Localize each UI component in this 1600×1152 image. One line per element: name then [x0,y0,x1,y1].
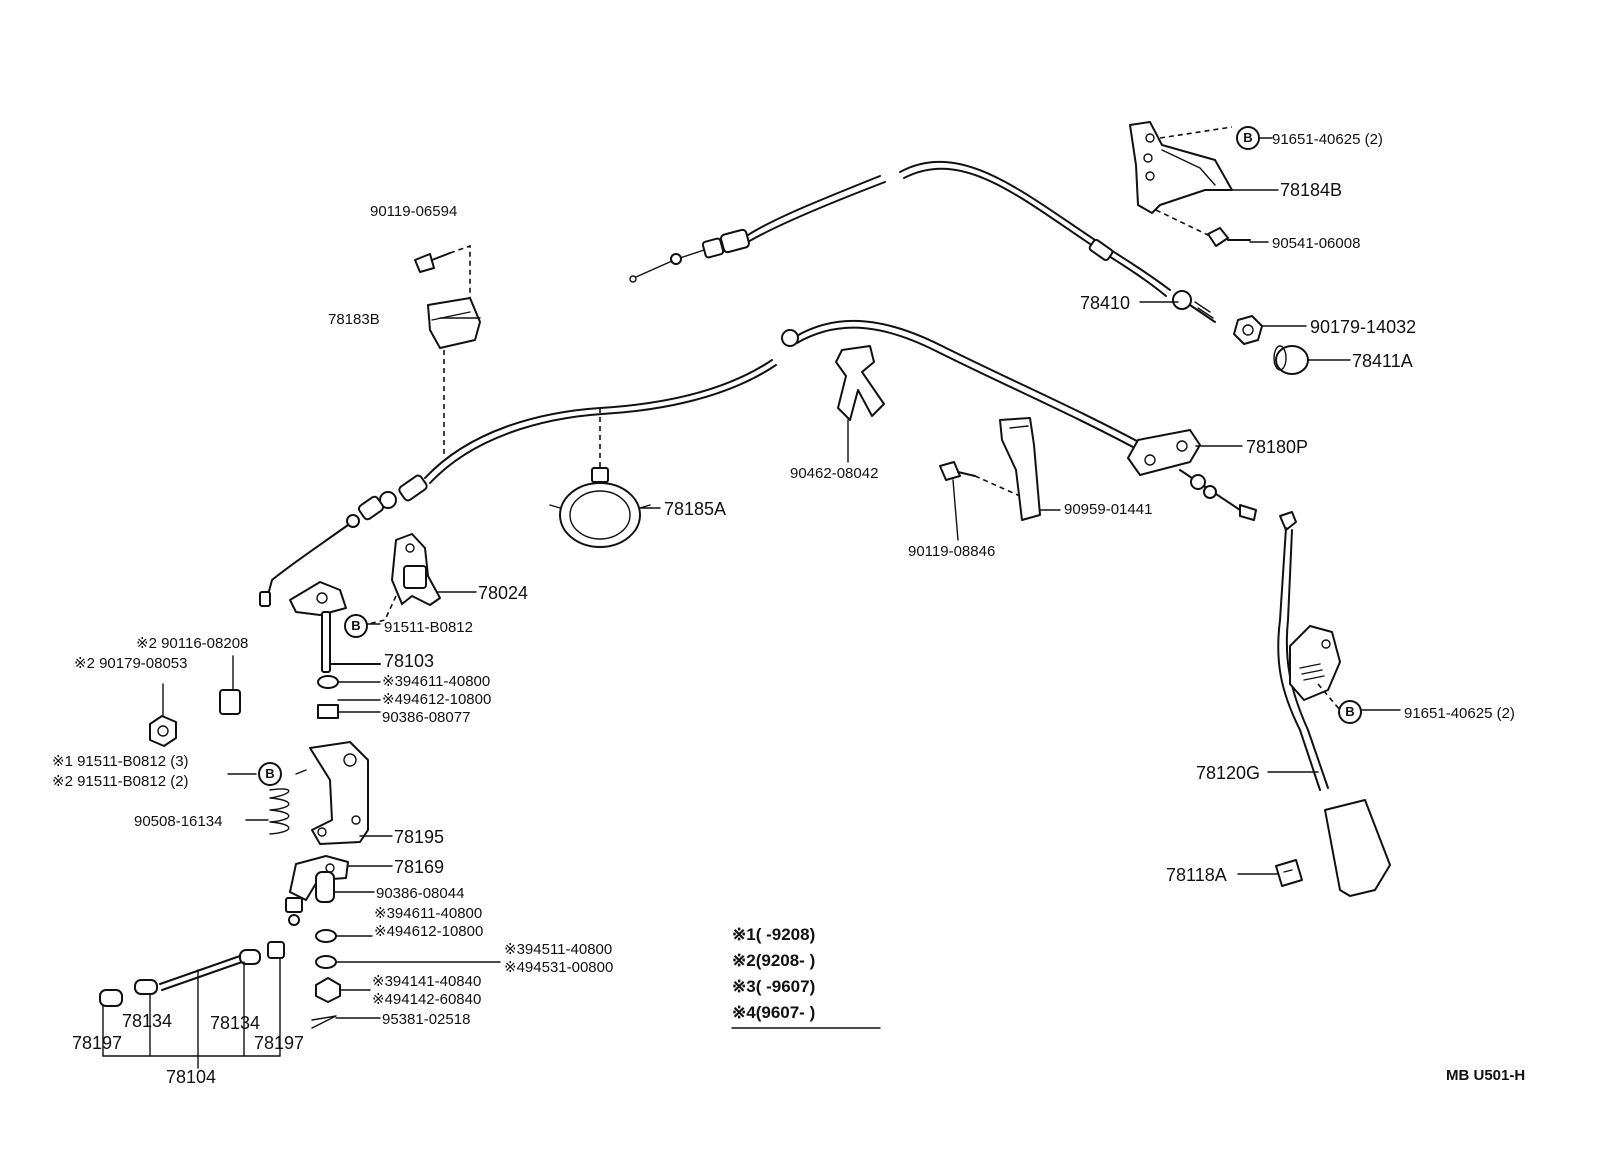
label-90179-14032: 90179-14032 [1310,317,1417,337]
label-78195: 78195 [394,827,445,847]
leader-lines [227,137,1401,1029]
label-78024: 78024 [478,583,529,603]
bracket-78184B [1129,121,1233,237]
label-94141-40840: ※394141-40840 [372,973,482,990]
note-2: ※2(9208- ) [732,951,816,970]
bracket-78195 [269,741,369,845]
marker-b-icon: B [1338,700,1362,724]
label-90386-08044: 90386-08044 [376,885,465,902]
marker-b-icon: B [258,762,282,786]
bracket-78024 [367,533,441,625]
marker-b-icon: B [1236,126,1260,150]
label-90179-08053: ※2 90179-08053 [74,655,188,672]
label-78104: 78104 [166,1067,217,1087]
label-94612-10800-a: ※494612-10800 [382,691,492,708]
pedal-78120G [1277,511,1391,897]
label-78411A: 78411A [1352,351,1413,371]
label-78169: 78169 [394,857,445,877]
label-78103: 78103 [384,651,435,671]
label-90541-06008: 90541-06008 [1272,235,1361,252]
label-94611-40800-a: ※394611-40800 [382,673,491,690]
label-90386-08077: 90386-08077 [382,709,471,726]
label-91651-40625-right: 91651-40625 (2) [1404,705,1515,722]
label-78184B: 78184B [1280,180,1343,200]
marker-b-icon: B [344,614,368,638]
label-90119-06594: 90119-06594 [370,203,458,220]
label-95381-02518: 95381-02518 [382,1011,471,1028]
label-90462-08042: 90462-08042 [790,465,879,482]
note-4: ※4(9607- ) [732,1003,816,1022]
stopper-78118A [1275,859,1303,887]
label-91511-B0812-2: ※2 91511-B0812 (2) [52,773,189,790]
label-78410: 78410 [1080,293,1131,313]
label-78197-a: 78197 [72,1033,123,1053]
label-78183B: 78183B [328,311,380,328]
clip-90462-08042 [835,345,885,463]
label-94611-40800-b: ※394611-40800 [374,905,483,922]
label-90508-16134: 90508-16134 [134,813,223,830]
label-94612-10800-b: ※494612-10800 [374,923,484,940]
label-78197-b: 78197 [254,1033,305,1053]
label-90959-01441: 90959-01441 [1064,501,1153,518]
label-78134-a: 78134 [122,1011,173,1031]
lever-78103 [289,581,381,719]
label-94511-40800: ※394511-40800 [504,941,613,958]
label-78134-b: 78134 [210,1013,261,1033]
cap-78411A [1273,345,1309,375]
nut-90179-14032 [1233,315,1263,345]
diagram-code: MB U501-H [1446,1067,1526,1084]
rod-78104 [99,941,285,1069]
clip-78183B [414,244,481,456]
bolt-90541-06008 [1207,227,1251,247]
label-90116-08208: ※2 90116-08208 [136,635,249,652]
label-91511-B0812: 91511-B0812 [384,619,473,636]
hardware-stack [311,871,341,1029]
label-91511-B0812-3: ※1 91511-B0812 (3) [52,753,189,770]
cable-78410 [629,161,1216,323]
label-78120G: 78120G [1196,763,1261,783]
stud-90116-08208 [149,655,241,747]
label-78180P: 78180P [1246,437,1309,457]
cable-78180P [259,320,1257,607]
label-78118A: 78118A [1166,865,1227,885]
note-1: ※1( -9208) [732,925,816,944]
clamp-78185A [549,408,651,548]
label-90119-08846: 90119-08846 [908,543,996,560]
label-94142-60840: ※494142-60840 [372,991,482,1008]
label-91651-40625-top: 91651-40625 (2) [1272,131,1383,148]
note-3: ※3( -9607) [732,977,816,996]
bracket-90959-01441 [939,417,1041,541]
label-78185A: 78185A [664,499,727,519]
label-94531-00800: ※494531-00800 [504,959,614,976]
